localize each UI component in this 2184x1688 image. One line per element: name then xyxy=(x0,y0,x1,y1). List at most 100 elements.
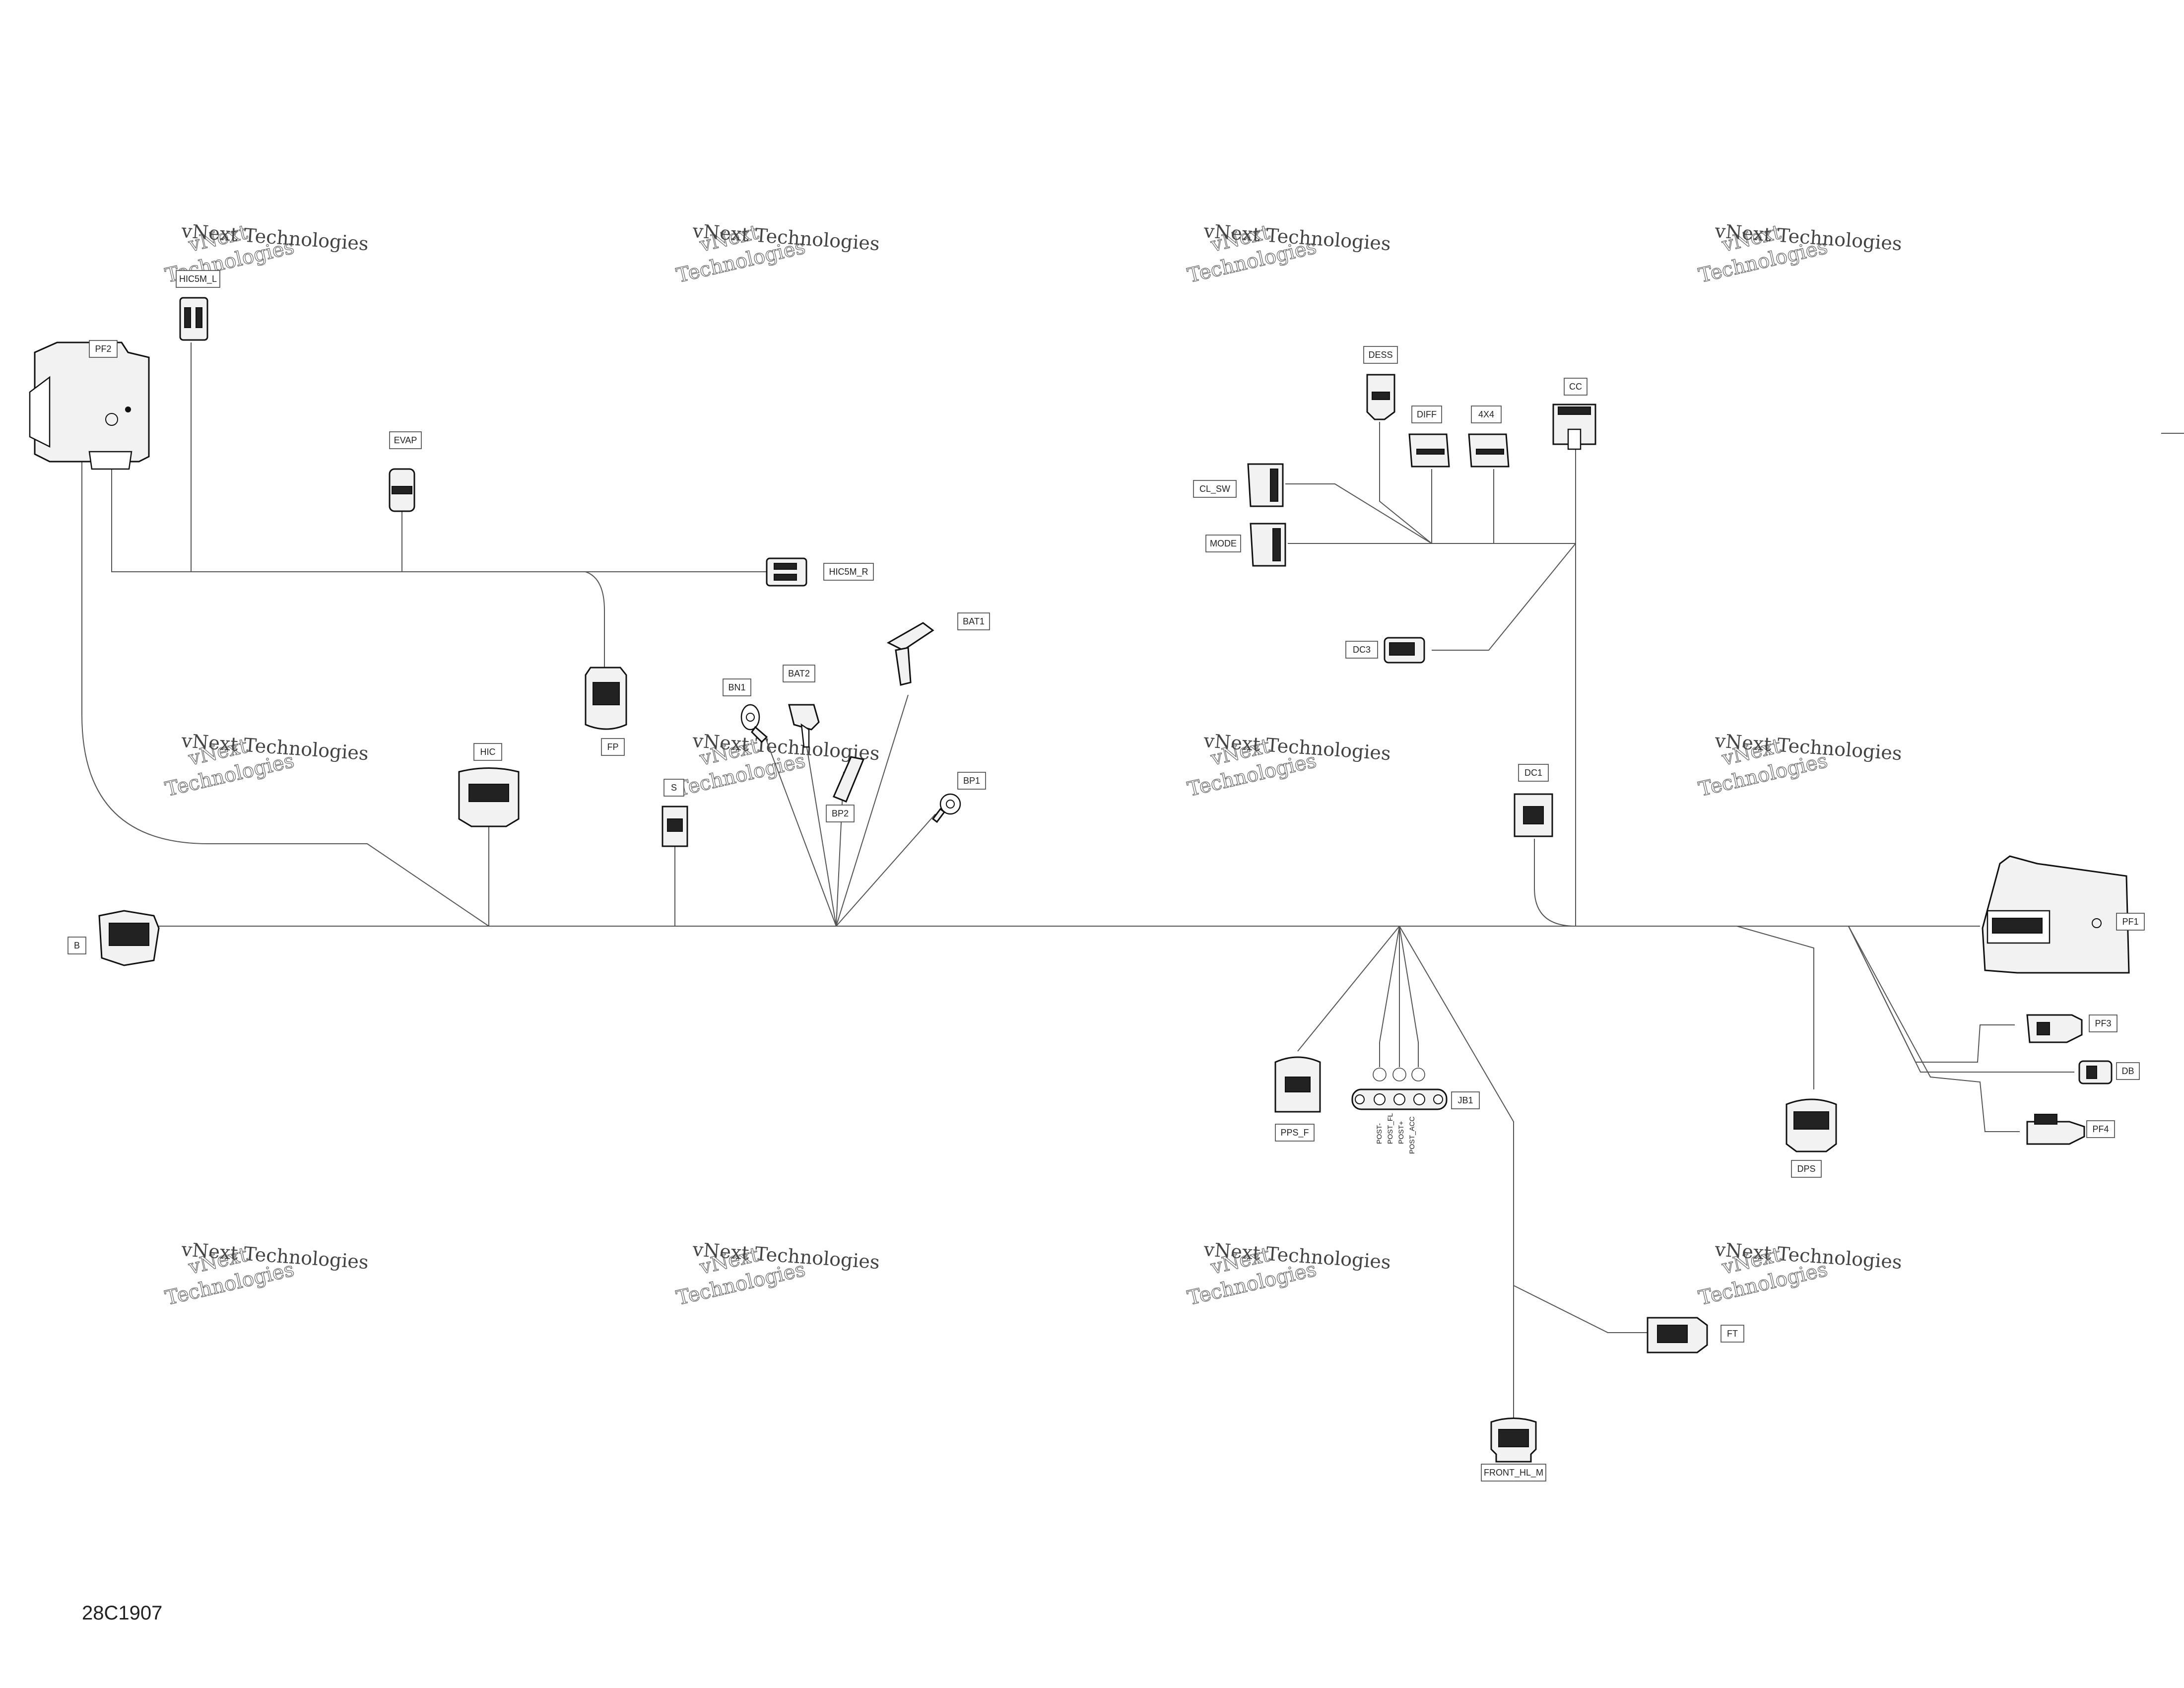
cl-sw-wire xyxy=(1285,483,1432,544)
watermarks: vNext Technologies vNext Technologies vN… xyxy=(163,220,1903,1310)
tag-hic[interactable]: HIC xyxy=(473,743,502,761)
hic5m-l-connector-icon xyxy=(179,297,208,341)
tag-front-hl-m[interactable]: FRONT_HL_M xyxy=(1481,1464,1546,1482)
tag-label: PF2 xyxy=(95,344,111,354)
harness-wires xyxy=(81,342,2184,1434)
tag-pps-f[interactable]: PPS_F xyxy=(1275,1124,1315,1142)
tag-db[interactable]: DB xyxy=(2116,1062,2140,1080)
tag-label: HIC5M_L xyxy=(179,274,217,284)
mode-connector-icon xyxy=(1250,523,1286,567)
tag-b[interactable]: B xyxy=(67,937,86,954)
tag-bn1[interactable]: BN1 xyxy=(723,678,751,696)
tag-label: MODE xyxy=(1210,539,1237,548)
drawing-number: 28C1907 xyxy=(82,1602,163,1624)
tag-label: DESS xyxy=(1368,350,1392,360)
tag-label: BN1 xyxy=(728,682,745,692)
tag-label: DC3 xyxy=(1353,645,1371,655)
4x4-connector-icon xyxy=(1468,433,1510,468)
fp-wire xyxy=(585,571,605,668)
tag-label: BP2 xyxy=(832,809,849,818)
dess-wire xyxy=(1379,422,1432,544)
jb1-post-label: POST- xyxy=(1375,1123,1383,1144)
tag-dess[interactable]: DESS xyxy=(1363,346,1398,364)
tag-label: DB xyxy=(2121,1066,2134,1076)
tag-pf3[interactable]: PF3 xyxy=(2089,1014,2118,1032)
tag-hic5m-l[interactable]: HIC5M_L xyxy=(176,270,220,288)
tag-label: HIC xyxy=(480,747,496,757)
b-connector-icon xyxy=(98,910,160,966)
dc3-wire xyxy=(1432,543,1576,651)
tag-diff[interactable]: DIFF xyxy=(1411,405,1442,423)
pf2-connector-icon xyxy=(29,341,150,470)
tag-label: CL_SW xyxy=(1199,484,1230,494)
tag-label: DPS xyxy=(1797,1164,1815,1174)
fp-connector-icon xyxy=(585,667,627,730)
evap-connector-icon xyxy=(389,468,415,512)
tag-label: BAT1 xyxy=(963,616,985,626)
jb1-post3-wire xyxy=(1399,926,1419,1067)
tag-bat2[interactable]: BAT2 xyxy=(783,665,815,682)
tag-dps[interactable]: DPS xyxy=(1791,1160,1822,1178)
pps-f-connector-icon xyxy=(1274,1056,1321,1113)
tag-mode[interactable]: MODE xyxy=(1205,535,1241,552)
tag-label: FP xyxy=(607,742,618,752)
connector-tags: HIC5M_L PF2 EVAP HIC5M_R BAT1 BN1 BAT2 xyxy=(67,270,2145,1482)
tag-s[interactable]: S xyxy=(663,779,684,797)
tag-pf4[interactable]: PF4 xyxy=(2086,1120,2115,1138)
tag-bp2[interactable]: BP2 xyxy=(826,805,855,822)
pf1-connector-icon xyxy=(1982,855,2130,974)
tag-label: FRONT_HL_M xyxy=(1484,1468,1543,1478)
tag-dc3[interactable]: DC3 xyxy=(1345,641,1378,659)
tag-label: FT xyxy=(1727,1329,1738,1339)
bat2-terminal-icon xyxy=(788,704,820,748)
tag-cc[interactable]: CC xyxy=(1564,378,1588,396)
tag-label: PPS_F xyxy=(1280,1128,1309,1138)
tag-label: PF4 xyxy=(2092,1124,2109,1134)
dc3-connector-icon xyxy=(1384,637,1425,664)
tag-label: S xyxy=(671,783,677,793)
jb1-junction-icon xyxy=(1351,1068,1448,1110)
tag-fp[interactable]: FP xyxy=(601,738,625,756)
tag-bp1[interactable]: BP1 xyxy=(957,772,986,790)
tag-label: DC1 xyxy=(1524,768,1542,778)
tag-bat1[interactable]: BAT1 xyxy=(957,612,990,630)
bp1-terminal-icon xyxy=(931,793,961,823)
pf3-connector-icon xyxy=(2026,1014,2083,1043)
front-hl-m-connector-icon xyxy=(1490,1418,1537,1463)
tag-label: HIC5M_R xyxy=(829,567,868,577)
bat2-wire xyxy=(803,729,837,927)
pf2-drop-wire xyxy=(81,462,489,927)
tag-ft[interactable]: FT xyxy=(1721,1325,1744,1343)
tag-pf2[interactable]: PF2 xyxy=(89,340,118,358)
tag-dc1[interactable]: DC1 xyxy=(1518,764,1549,782)
ft-wire xyxy=(1513,1285,1648,1333)
tag-hic5m-r[interactable]: HIC5M_R xyxy=(823,563,874,581)
dps-connector-icon xyxy=(1786,1098,1837,1152)
cl-sw-connector-icon xyxy=(1247,463,1284,507)
tag-label: BP1 xyxy=(963,776,980,786)
pf4-wire xyxy=(1848,926,2020,1132)
jb1-post-label: POST_FL xyxy=(1386,1113,1394,1144)
db-connector-icon xyxy=(2078,1060,2113,1084)
dc1-connector-icon xyxy=(1514,793,1553,837)
tag-jb1[interactable]: JB1 xyxy=(1451,1091,1480,1109)
tag-label: CC xyxy=(1569,382,1582,392)
dc1-wire xyxy=(1534,839,1576,927)
jb1-post-label: POST+ xyxy=(1397,1121,1405,1144)
tag-label: B xyxy=(74,941,80,950)
tag-pf1[interactable]: PF1 xyxy=(2116,913,2145,931)
tag-label: BAT2 xyxy=(788,669,810,678)
ft-connector-icon xyxy=(1647,1317,1708,1353)
tag-evap[interactable]: EVAP xyxy=(389,431,422,449)
pps-f-wire xyxy=(1297,926,1400,1052)
pf4-connector-icon xyxy=(2026,1114,2085,1145)
bat1-terminal-icon xyxy=(886,622,934,686)
tag-cl-sw[interactable]: CL_SW xyxy=(1193,480,1237,498)
hic5m-r-connector-icon xyxy=(766,557,807,587)
bp1-wire xyxy=(836,813,936,927)
tag-4x4[interactable]: 4X4 xyxy=(1471,405,1502,423)
tag-label: JB1 xyxy=(1457,1095,1473,1105)
bn1-terminal-icon xyxy=(740,704,768,743)
dess-connector-icon xyxy=(1366,374,1395,420)
